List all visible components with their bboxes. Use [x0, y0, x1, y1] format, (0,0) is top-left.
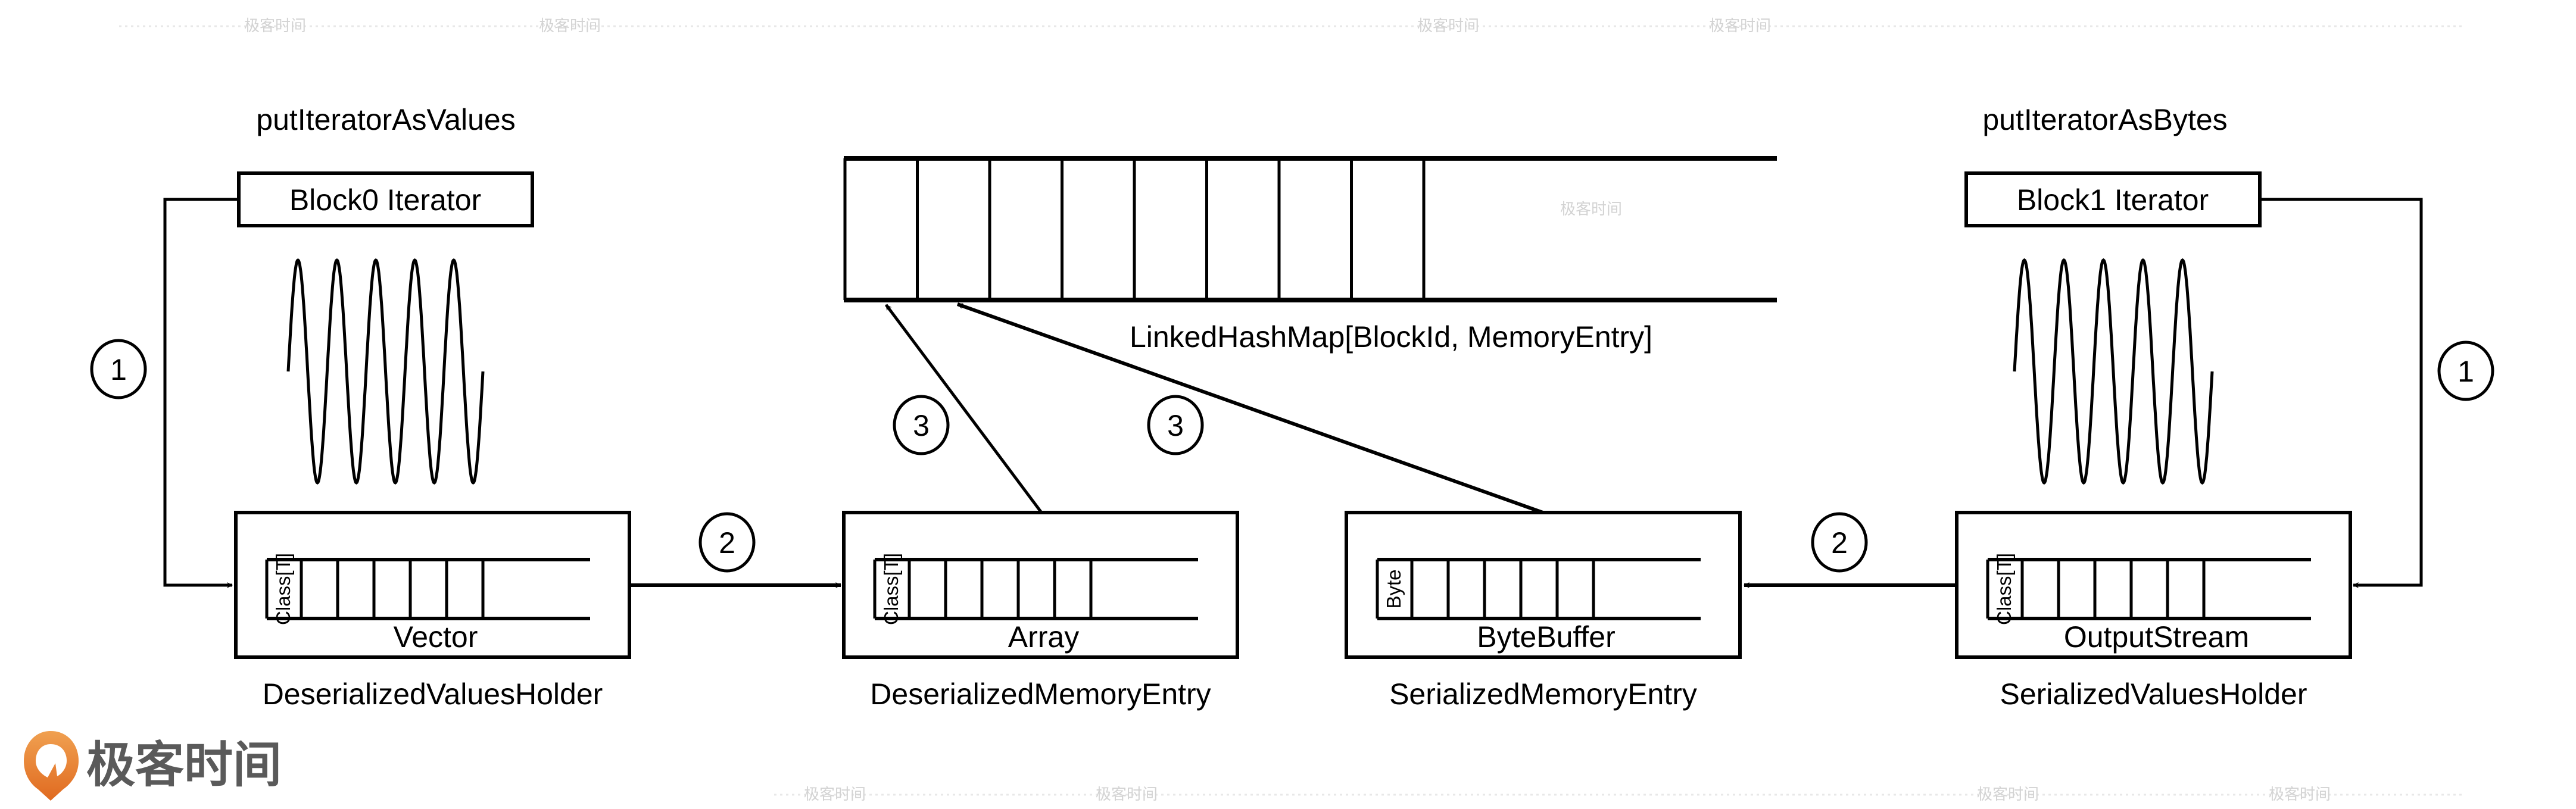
title-put-iterator-as-bytes: putIteratorAsBytes	[1982, 103, 2227, 136]
watermark-text: 极客时间	[1417, 17, 1479, 35]
container-caption: DeserializedValuesHolder	[263, 677, 603, 711]
geektime-logo: 极客时间	[24, 731, 282, 801]
block1-iterator-label: Block1 Iterator	[2017, 183, 2209, 217]
svg-text:3: 3	[1167, 409, 1184, 442]
container-inner-label: Vector	[394, 620, 478, 654]
watermark-text: 极客时间	[1977, 786, 2039, 804]
container-inner-label: ByteBuffer	[1477, 620, 1616, 654]
container-outputstream: Class[T] OutputStreamSerializedValuesHold…	[1955, 511, 2352, 711]
watermark-text: 极客时间	[1096, 786, 1158, 804]
svg-text:3: 3	[913, 409, 930, 442]
block1-iterator-box: Block1 Iterator	[1964, 171, 2262, 227]
connector-block1-to-outputstream	[2260, 198, 2423, 588]
step-marker-1-right: 1	[2437, 341, 2494, 401]
array-header-cell: Class[T]	[1993, 553, 2015, 625]
container-caption: SerializedValuesHolder	[2000, 677, 2307, 711]
linked-hash-map-label: LinkedHashMap[BlockId, MemoryEntry]	[1130, 320, 1652, 354]
svg-text:1: 1	[110, 353, 127, 386]
wave-icon	[2013, 258, 2214, 485]
watermark-layer: 极客时间 极客时间 极客时间 极客时间 极客时间 极客时间 极客时间 极客时间 …	[119, 17, 2465, 804]
container-inner-label: Array	[1008, 620, 1079, 654]
watermark-text: 极客时间	[1709, 17, 1771, 35]
watermark-text: 极客时间	[539, 17, 601, 35]
block0-iterator-box: Block0 Iterator	[237, 171, 534, 227]
geektime-logo-text: 极客时间	[86, 737, 282, 794]
arrow-array-to-hashmap	[884, 304, 1043, 514]
title-put-iterator-as-values: putIteratorAsValues	[256, 103, 515, 136]
svg-text:1: 1	[2458, 355, 2474, 388]
step-marker-1-left: 1	[90, 339, 147, 399]
block0-iterator-label: Block0 Iterator	[289, 183, 481, 217]
watermark-text: 极客时间	[244, 17, 306, 35]
arrow-bytebuffer-to-hashmap	[956, 302, 1544, 514]
container-caption: DeserializedMemoryEntry	[870, 677, 1211, 711]
array-header-cell: Class[T]	[880, 553, 902, 625]
array-header-cell: Byte	[1383, 569, 1405, 608]
watermark-text: 极客时间	[1560, 201, 1622, 218]
step-marker-3-right: 3	[1147, 395, 1204, 455]
container-caption: SerializedMemoryEntry	[1389, 677, 1697, 711]
svg-text:2: 2	[1831, 526, 1848, 560]
watermark-text: 极客时间	[804, 786, 866, 804]
wave-icon	[286, 258, 485, 485]
array-header-cell: Class[T]	[272, 553, 294, 625]
connector-block0-to-vector	[163, 198, 239, 588]
step-marker-2-right: 2	[1811, 512, 1868, 573]
svg-text:2: 2	[719, 526, 735, 560]
step-marker-2-left: 2	[698, 512, 756, 573]
container-inner-label: OutputStream	[2064, 620, 2249, 654]
step-marker-3-left: 3	[893, 395, 950, 455]
linked-hash-map	[843, 156, 1777, 302]
watermark-text: 极客时间	[2269, 786, 2331, 804]
